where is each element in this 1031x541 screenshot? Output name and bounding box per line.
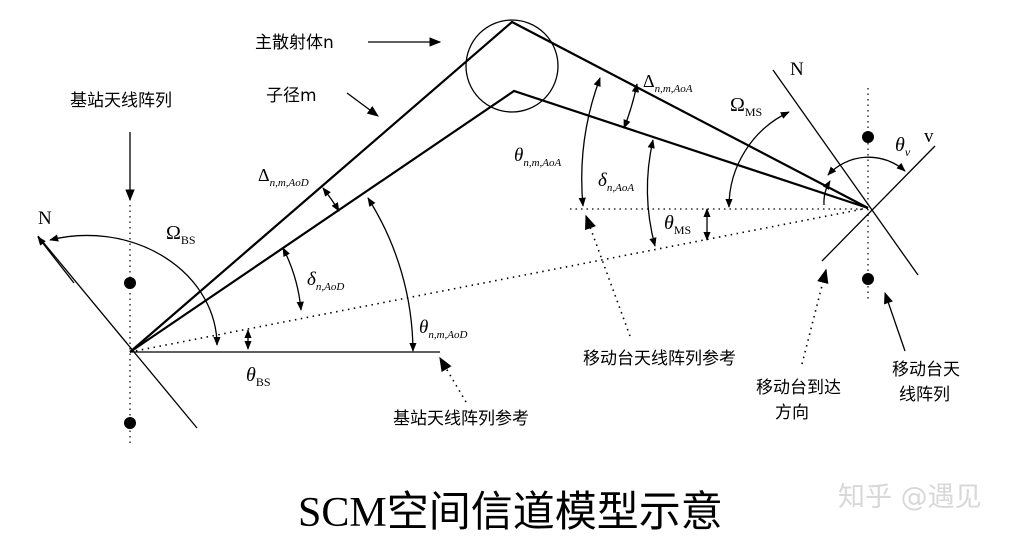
small-delta-aod-symbol: δn,AoD [307, 269, 344, 293]
bs-reference-pointer-arrow [439, 356, 467, 403]
ms-antenna-element-top [862, 131, 874, 143]
ms-array-pointer-arrow [884, 291, 906, 352]
ms-antenna-element-bottom [862, 273, 874, 285]
diagram-title: SCM空间信道模型示意 [298, 489, 723, 536]
main-path [129, 20, 869, 353]
ms-arrival-direction-arc [822, 180, 831, 206]
bs-antenna-element-top [124, 277, 136, 289]
ms-direction-label-line2: 方向 [775, 403, 809, 423]
bs-north-label: N [38, 208, 52, 229]
main-scatterer-circle [465, 19, 559, 113]
ms-reference-pointer-arrow [585, 214, 631, 337]
theta-v-symbol: θv [895, 134, 911, 159]
omega-bs-symbol: ΩBS [166, 222, 196, 247]
omega-ms-arc [725, 111, 790, 208]
ms-direction-pointer-arrow [801, 268, 829, 365]
omega-bs-arc [49, 234, 221, 346]
delta-aod-arc [322, 187, 340, 212]
bs-los-dotted-line [129, 207, 869, 353]
subpath-m [129, 89, 869, 353]
watermark: 知乎 @遇见 [838, 482, 982, 513]
ms-reference-label: 移动台天线阵列参考 [583, 349, 736, 369]
theta-nm-aoa-symbol: θn,m,AoA [514, 145, 562, 169]
ms-array-label-line1: 移动台天 [892, 360, 960, 380]
scatterer-label: 主散射体n [255, 33, 334, 53]
small-delta-aod-arc [282, 247, 304, 311]
theta-ms-symbol: θMS [664, 212, 691, 237]
bs-antenna-element-bottom [124, 417, 136, 429]
subpath-label: 子径m [266, 86, 317, 106]
theta-nm-aod-symbol: θn,m,AoD [419, 317, 468, 341]
omega-ms-symbol: ΩMS [730, 94, 762, 119]
small-delta-aoa-symbol: δn,AoA [598, 170, 634, 194]
delta-aod-symbol: Δn,m,AoD [258, 165, 309, 189]
bs-north-arrow [37, 236, 75, 284]
ms-north-label: N [790, 59, 804, 80]
ms-direction-label-line1: 移动台到达 [756, 378, 841, 398]
velocity-label: v [924, 126, 934, 147]
theta-v-arc [827, 156, 906, 176]
bs-reference-label: 基站天线阵列参考 [393, 409, 529, 429]
delta-aoa-arc [623, 83, 639, 129]
subpath-pointer-arrow [346, 92, 379, 117]
theta-bs-symbol: θBS [246, 364, 271, 389]
theta-nm-aod-arc [367, 197, 417, 352]
bs-broadside-line [37, 235, 198, 429]
bs-array-label: 基站天线阵列 [70, 91, 172, 111]
ms-broadside-line [772, 69, 919, 276]
theta-nm-aoa-arc [578, 77, 601, 207]
small-delta-aoa-arc [646, 139, 657, 247]
delta-aoa-symbol: Δn,m,AoA [643, 71, 693, 95]
ms-array-label-line2: 线阵列 [899, 385, 950, 405]
ms-velocity-line [821, 145, 936, 262]
